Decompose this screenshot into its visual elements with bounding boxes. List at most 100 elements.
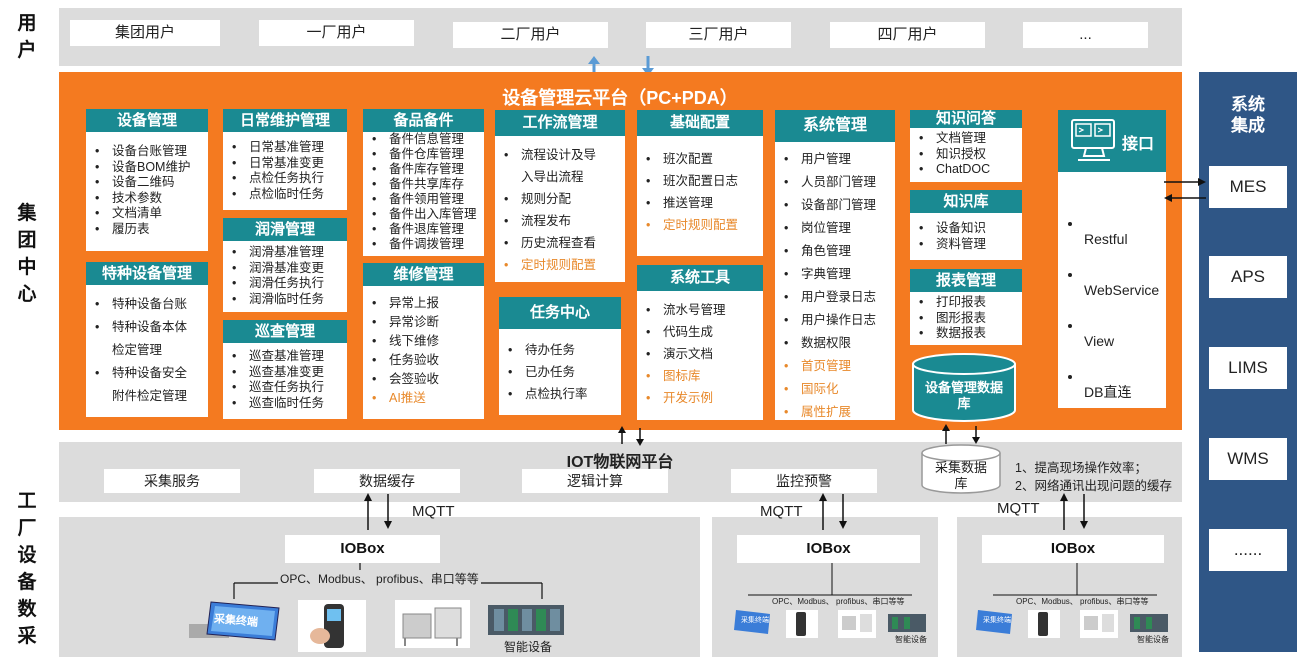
- list-item: 备件信息管理: [363, 132, 484, 147]
- label-user: 用户: [17, 13, 37, 61]
- protocols-label-1: OPC、Modbus、 profibus、串口等等: [278, 570, 481, 587]
- list-item: 备件调拨管理: [363, 237, 484, 252]
- module-title: 报表管理: [910, 269, 1022, 292]
- handheld-pda-icon: [298, 600, 366, 652]
- module-knowledge-base: 知识库 设备知识 资料管理: [910, 190, 1022, 260]
- protocols-label-2: OPC、Modbus、 profibus、串口等等: [772, 597, 905, 606]
- list-item: 备件出入库管理: [363, 207, 484, 222]
- module-spare-parts: 备品备件 备件信息管理 备件仓库管理 备件库存管理 备件共享库存 备件领用管理 …: [363, 109, 484, 256]
- collect-database-icon: [921, 444, 1001, 494]
- module-system-tools: 系统工具 流水号管理 代码生成 演示文档 图标库 开发示例: [637, 265, 763, 420]
- list-item: 特种设备台账: [86, 293, 208, 316]
- list-item: 特种设备安全: [86, 362, 208, 385]
- list-item: 文档管理: [910, 131, 1022, 147]
- module-title: 知识库: [910, 190, 1022, 213]
- list-item: 数据权限: [775, 332, 895, 355]
- user-box-factory2: 二厂用户: [453, 22, 608, 48]
- list-item: 角色管理: [775, 240, 895, 263]
- mes-box: MES: [1209, 166, 1287, 208]
- label-factory: 工厂设备数采: [17, 491, 37, 647]
- collect-database-label: 采集数据库: [934, 460, 987, 491]
- module-title: 设备管理: [86, 109, 208, 132]
- list-item: WebService: [1084, 282, 1160, 298]
- module-system-management: 系统管理 用户管理 人员部门管理 设备部门管理 岗位管理 角色管理 字典管理 用…: [775, 110, 895, 424]
- module-title: 特种设备管理: [86, 262, 208, 285]
- module-workflow: 工作流管理 流程设计及导 入导出流程 规则分配 流程发布 历史流程查看 定时规则…: [495, 110, 625, 282]
- list-item: 备件仓库管理: [363, 147, 484, 162]
- platform-iot-arrows: [618, 426, 644, 446]
- list-item: 班次配置: [637, 148, 763, 170]
- list-item: 历史流程查看: [495, 232, 625, 254]
- terminal-icon: [189, 601, 280, 641]
- module-title: 接口: [1122, 136, 1155, 153]
- mini-devices-2: [734, 610, 926, 638]
- protocols-label-3: OPC、Modbus、 profibus、串口等等: [1016, 597, 1149, 606]
- list-item: 推送管理: [637, 192, 763, 214]
- interface-bullets: [1068, 222, 1072, 379]
- list-item: 履历表: [86, 222, 208, 238]
- terminal-label-2: 采集终端: [741, 617, 769, 624]
- module-equipment: 设备管理 设备台账管理 设备BOM维护 设备二维码 技术参数 文档清单 履历表: [86, 109, 208, 251]
- list-item: 首页管理: [775, 355, 895, 378]
- list-item: 开发示例: [637, 387, 763, 409]
- list-item: 流程发布: [495, 210, 625, 232]
- list-item: 流程设计及导: [495, 144, 625, 166]
- list-item: 日常基准变更: [223, 156, 347, 172]
- iobox-3: IOBox: [982, 535, 1164, 563]
- monitor-alarm-box: 监控预警: [731, 469, 877, 493]
- list-item: 打印报表: [910, 295, 1022, 311]
- user-box-group: 集团用户: [70, 20, 220, 46]
- list-item: View: [1084, 333, 1115, 349]
- module-repair: 维修管理 异常上报 异常诊断 线下维修 任务验收 会签验收 AI推送: [363, 263, 484, 419]
- list-item: 点检执行率: [499, 383, 621, 405]
- cache-note-1: 1、提高现场操作效率；: [1015, 461, 1147, 475]
- smart-device-label-3: 智能设备: [1137, 635, 1169, 644]
- smart-device-icon: [488, 605, 564, 635]
- device-connector-2: [748, 563, 912, 596]
- list-item: 用户管理: [775, 148, 895, 171]
- list-item: 设备部门管理: [775, 194, 895, 217]
- list-item: 巡查任务执行: [223, 380, 347, 396]
- list-item: 流水号管理: [637, 299, 763, 321]
- list-item: 规则分配: [495, 188, 625, 210]
- data-cache-box: 数据缓存: [314, 469, 460, 493]
- list-item: 国际化: [775, 378, 895, 401]
- module-lubrication: 润滑管理 润滑基准管理 润滑基准变更 润滑任务执行 润滑临时任务: [223, 218, 347, 312]
- user-box-more: ...: [1023, 22, 1148, 48]
- module-title: 基础配置: [637, 110, 763, 136]
- smart-device-label-2: 智能设备: [895, 635, 927, 644]
- mqtt-label-3: MQTT: [997, 500, 1040, 517]
- list-item: 演示文档: [637, 343, 763, 365]
- list-item: 附件检定管理: [112, 389, 188, 403]
- mqtt-arrows-2: [819, 493, 847, 530]
- computer-icon: [1071, 119, 1115, 161]
- terminal-label-3: 采集终端: [983, 617, 1011, 624]
- side-title: 系统集成: [1231, 95, 1265, 135]
- module-title: 知识问答: [910, 110, 1022, 128]
- cache-note-2: 2、网络通讯出现问题的缓存: [1015, 479, 1172, 493]
- list-item: 设备BOM维护: [86, 160, 208, 176]
- module-title: 系统管理: [775, 110, 895, 142]
- user-band: [59, 8, 1182, 66]
- list-item: 异常上报: [363, 294, 484, 313]
- mqtt-arrows-3: [1060, 493, 1088, 530]
- interface-header: 接口: [1058, 110, 1166, 172]
- more-box: ......: [1209, 529, 1287, 571]
- list-item: 定时规则配置: [637, 214, 763, 236]
- platform-title: 设备管理云平台（PC+PDA）: [502, 88, 738, 108]
- list-item: 班次配置日志: [637, 170, 763, 192]
- module-title: 备品备件: [363, 109, 484, 132]
- db-platform-arrows: [942, 424, 980, 444]
- list-item: 特种设备本体: [86, 316, 208, 339]
- list-item: 知识授权: [910, 147, 1022, 163]
- list-item: 润滑临时任务: [223, 292, 347, 308]
- list-item: 线下维修: [363, 332, 484, 351]
- list-item: AI推送: [363, 389, 484, 408]
- list-item: 日常基准管理: [223, 140, 347, 156]
- wms-box: WMS: [1209, 438, 1287, 480]
- list-item: 岗位管理: [775, 217, 895, 240]
- mqtt-label-2: MQTT: [760, 503, 803, 520]
- module-knowledge-qa: 知识问答 文档管理 知识授权 ChatDOC: [910, 110, 1022, 182]
- module-daily-maintenance: 日常维护管理 日常基准管理 日常基准变更 点检任务执行 点检临时任务: [223, 109, 347, 210]
- label-group-center: 集团中心: [17, 203, 37, 305]
